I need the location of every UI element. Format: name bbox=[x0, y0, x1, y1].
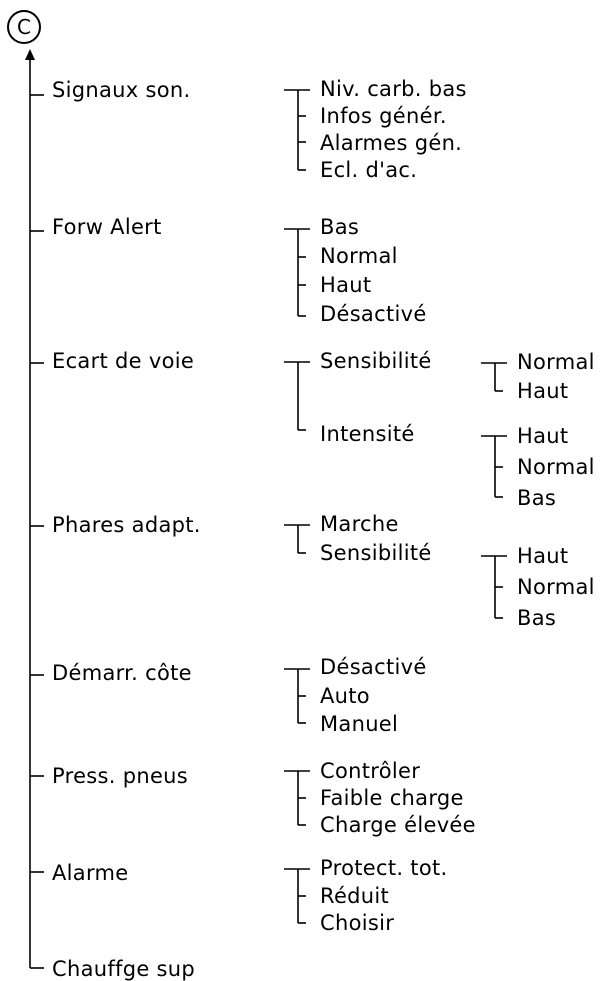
option-item: Normal bbox=[517, 350, 595, 374]
submenu-item: Alarmes gén. bbox=[320, 131, 463, 155]
menu-item-ecart-voie: Ecart de voie bbox=[52, 349, 195, 373]
option-item: Bas bbox=[517, 606, 557, 630]
submenu-item: Désactivé bbox=[320, 302, 427, 326]
submenu-item: Haut bbox=[320, 273, 372, 297]
option-item: Normal bbox=[517, 455, 595, 479]
menu-item-forw-alert: Forw Alert bbox=[52, 215, 162, 239]
submenu-item: Intensité bbox=[320, 422, 415, 446]
menu-item-phares: Phares adapt. bbox=[52, 513, 201, 537]
submenu-item: Bas bbox=[320, 215, 360, 239]
submenu-item: Choisir bbox=[320, 911, 395, 935]
submenu-item: Sensibilité bbox=[320, 541, 432, 565]
submenu-item: Ecl. d'ac. bbox=[320, 158, 418, 182]
menu-item-press-pneus: Press. pneus bbox=[52, 764, 189, 788]
option-item: Haut bbox=[517, 544, 569, 568]
submenu-item: Réduit bbox=[320, 884, 390, 908]
menu-item-signaux: Signaux son. bbox=[52, 78, 191, 102]
submenu-item: Désactivé bbox=[320, 655, 427, 679]
submenu-item: Charge élevée bbox=[320, 813, 476, 837]
submenu-item: Auto bbox=[320, 684, 370, 708]
menu-item-demarr-cote: Démarr. côte bbox=[52, 661, 192, 685]
root-node-circle: C bbox=[7, 10, 41, 44]
option-item: Haut bbox=[517, 424, 569, 448]
arrow-up-icon bbox=[25, 49, 35, 60]
root-label: C bbox=[17, 15, 31, 39]
menu-item-chauffge: Chauffge sup bbox=[52, 957, 196, 981]
option-item: Haut bbox=[517, 379, 569, 403]
submenu-item: Sensibilité bbox=[320, 349, 432, 373]
submenu-item: Faible charge bbox=[320, 786, 464, 810]
submenu-item: Contrôler bbox=[320, 759, 421, 783]
option-item: Normal bbox=[517, 575, 595, 599]
submenu-item: Marche bbox=[320, 512, 399, 536]
menu-item-alarme: Alarme bbox=[52, 861, 129, 885]
submenu-item: Niv. carb. bas bbox=[320, 77, 467, 101]
submenu-item: Infos génér. bbox=[320, 104, 447, 128]
submenu-item: Normal bbox=[320, 244, 398, 268]
submenu-item: Manuel bbox=[320, 712, 399, 736]
option-item: Bas bbox=[517, 486, 557, 510]
submenu-item: Protect. tot. bbox=[320, 856, 448, 880]
